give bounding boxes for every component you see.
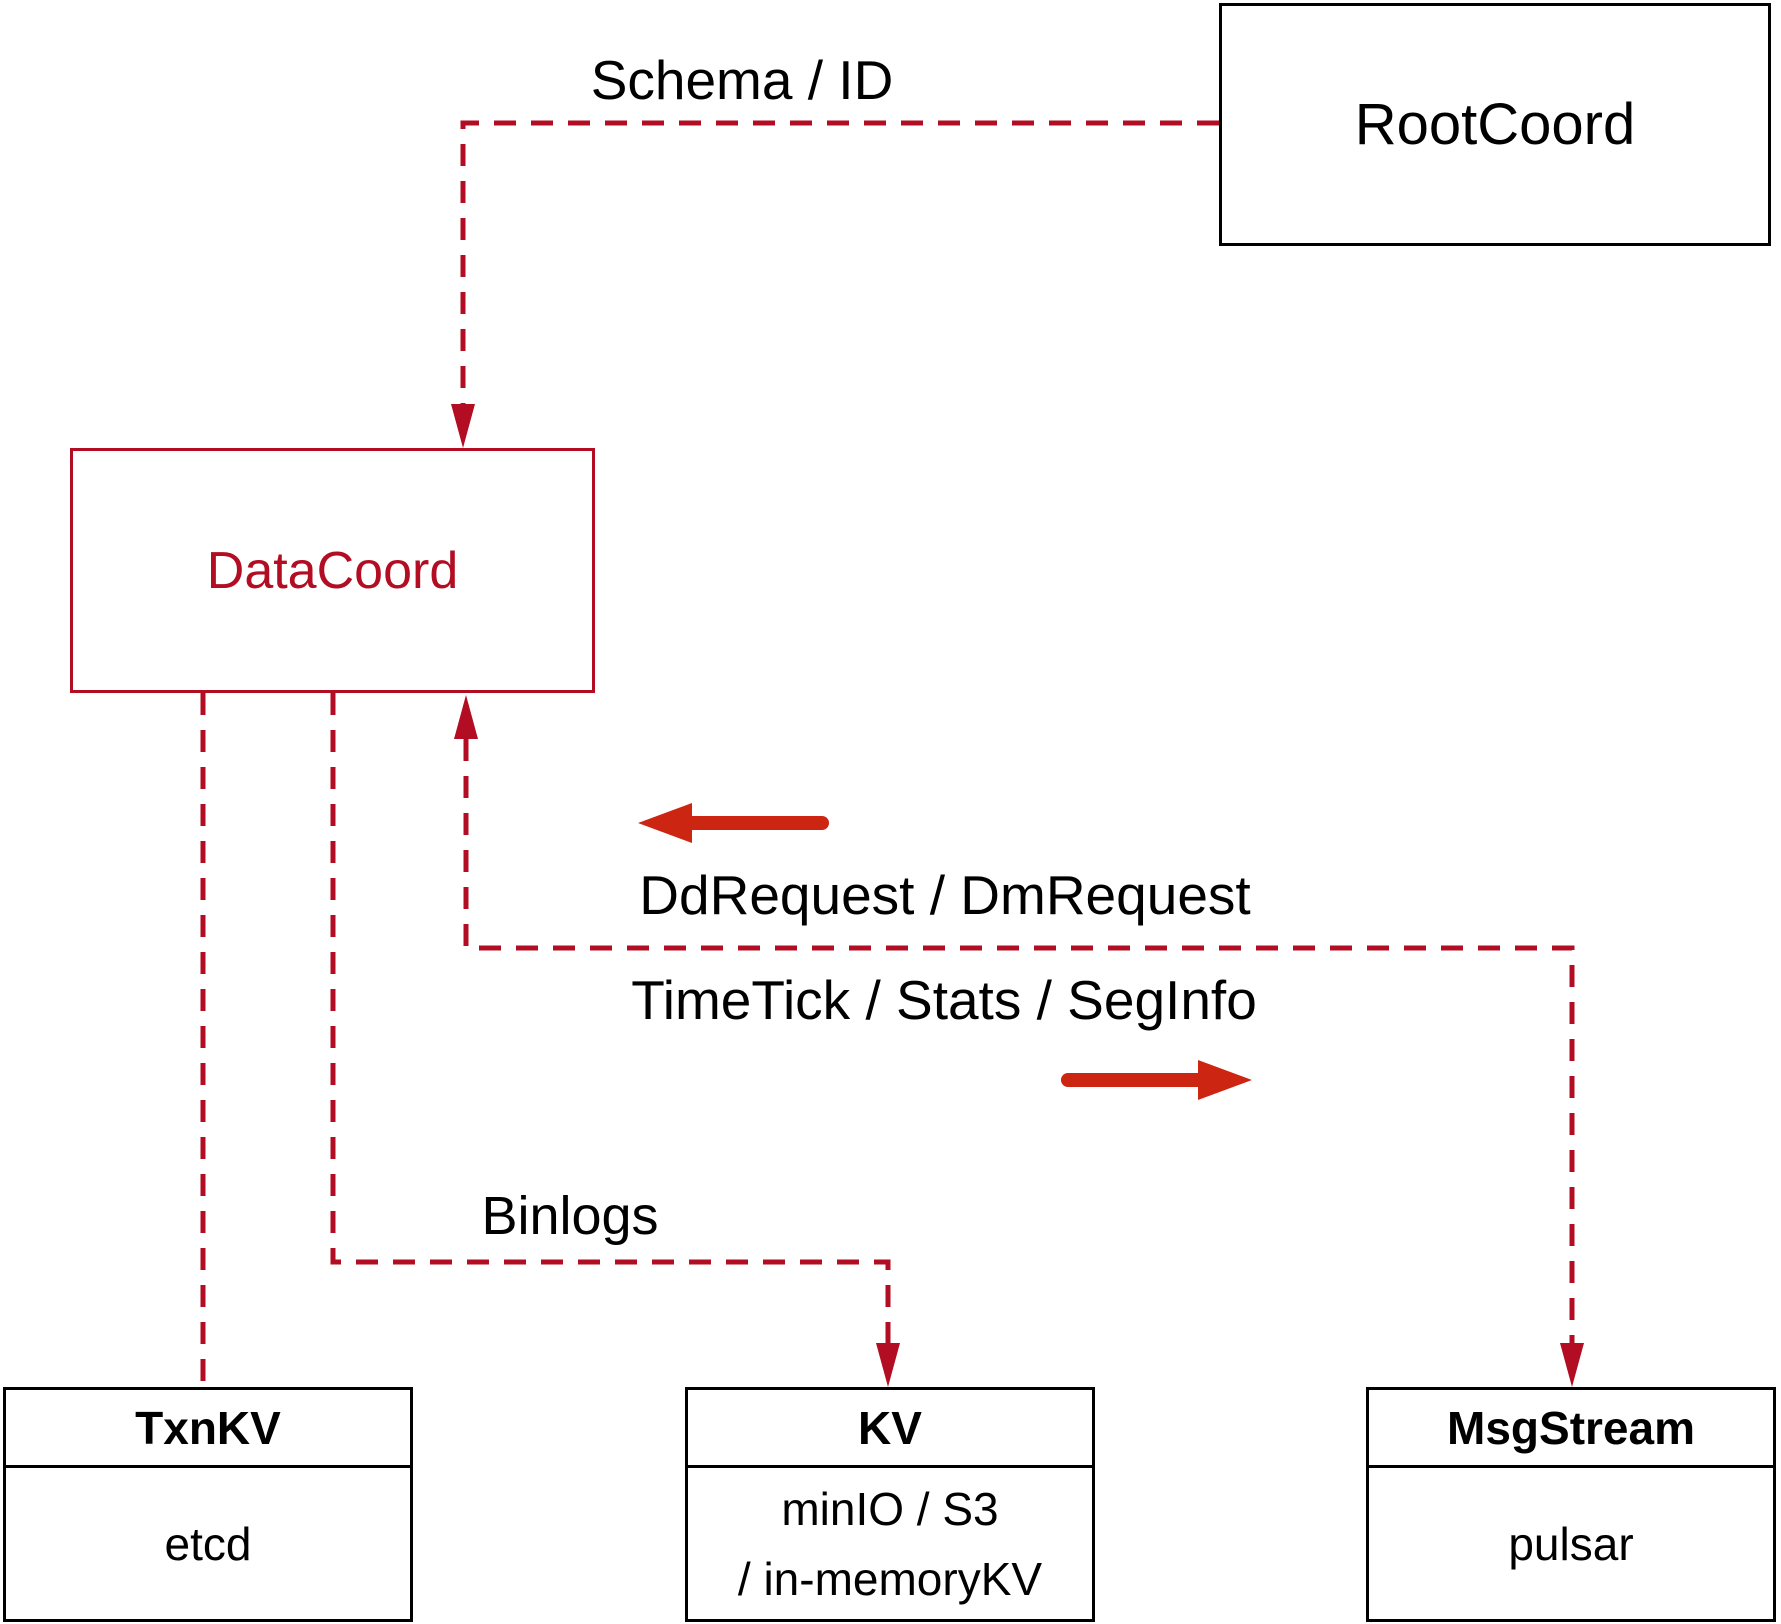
edge-binlogs [330,693,891,1345]
edge-label-schema-id: Schema / ID [590,49,894,111]
edge-schema-id [460,120,1219,404]
edge-label-binlogs: Binlogs [481,1186,659,1246]
node-datacoord: DataCoord [70,448,595,693]
kv-body-line2: / in-memoryKV [737,1552,1043,1605]
kv-body: minIO / S3 / in-memoryKV [688,1468,1092,1619]
edge-requests [463,739,1575,1345]
edge-label-timetick-stats-seginfo: TimeTick / Stats / SegInfo [631,969,1257,1031]
datacoord-label: DataCoord [206,541,459,600]
arrowhead-up-datacoord-icon [454,695,478,739]
arrowhead-down-kv-icon [876,1343,900,1387]
rootcoord-label: RootCoord [1354,92,1636,157]
node-msgstream: MsgStream pulsar [1366,1387,1776,1622]
msgstream-header: MsgStream [1369,1390,1773,1468]
node-kv: KV minIO / S3 / in-memoryKV [685,1387,1095,1622]
txnkv-body-label: etcd [164,1517,252,1570]
node-rootcoord: RootCoord [1219,3,1771,246]
solid-arrow-right-head-icon [1198,1060,1252,1100]
solid-arrow-left-head-icon [638,803,692,843]
arrowhead-down-msgstream-icon [1560,1343,1584,1387]
kv-header: KV [688,1390,1092,1468]
txnkv-header: TxnKV [6,1390,410,1468]
arrowhead-down-datacoord-icon [451,404,475,448]
node-txnkv: TxnKV etcd [3,1387,413,1622]
edge-label-ddrequest-dmrequest: DdRequest / DmRequest [639,864,1251,926]
msgstream-body-label: pulsar [1508,1517,1634,1570]
kv-body-line1: minIO / S3 [781,1482,999,1535]
